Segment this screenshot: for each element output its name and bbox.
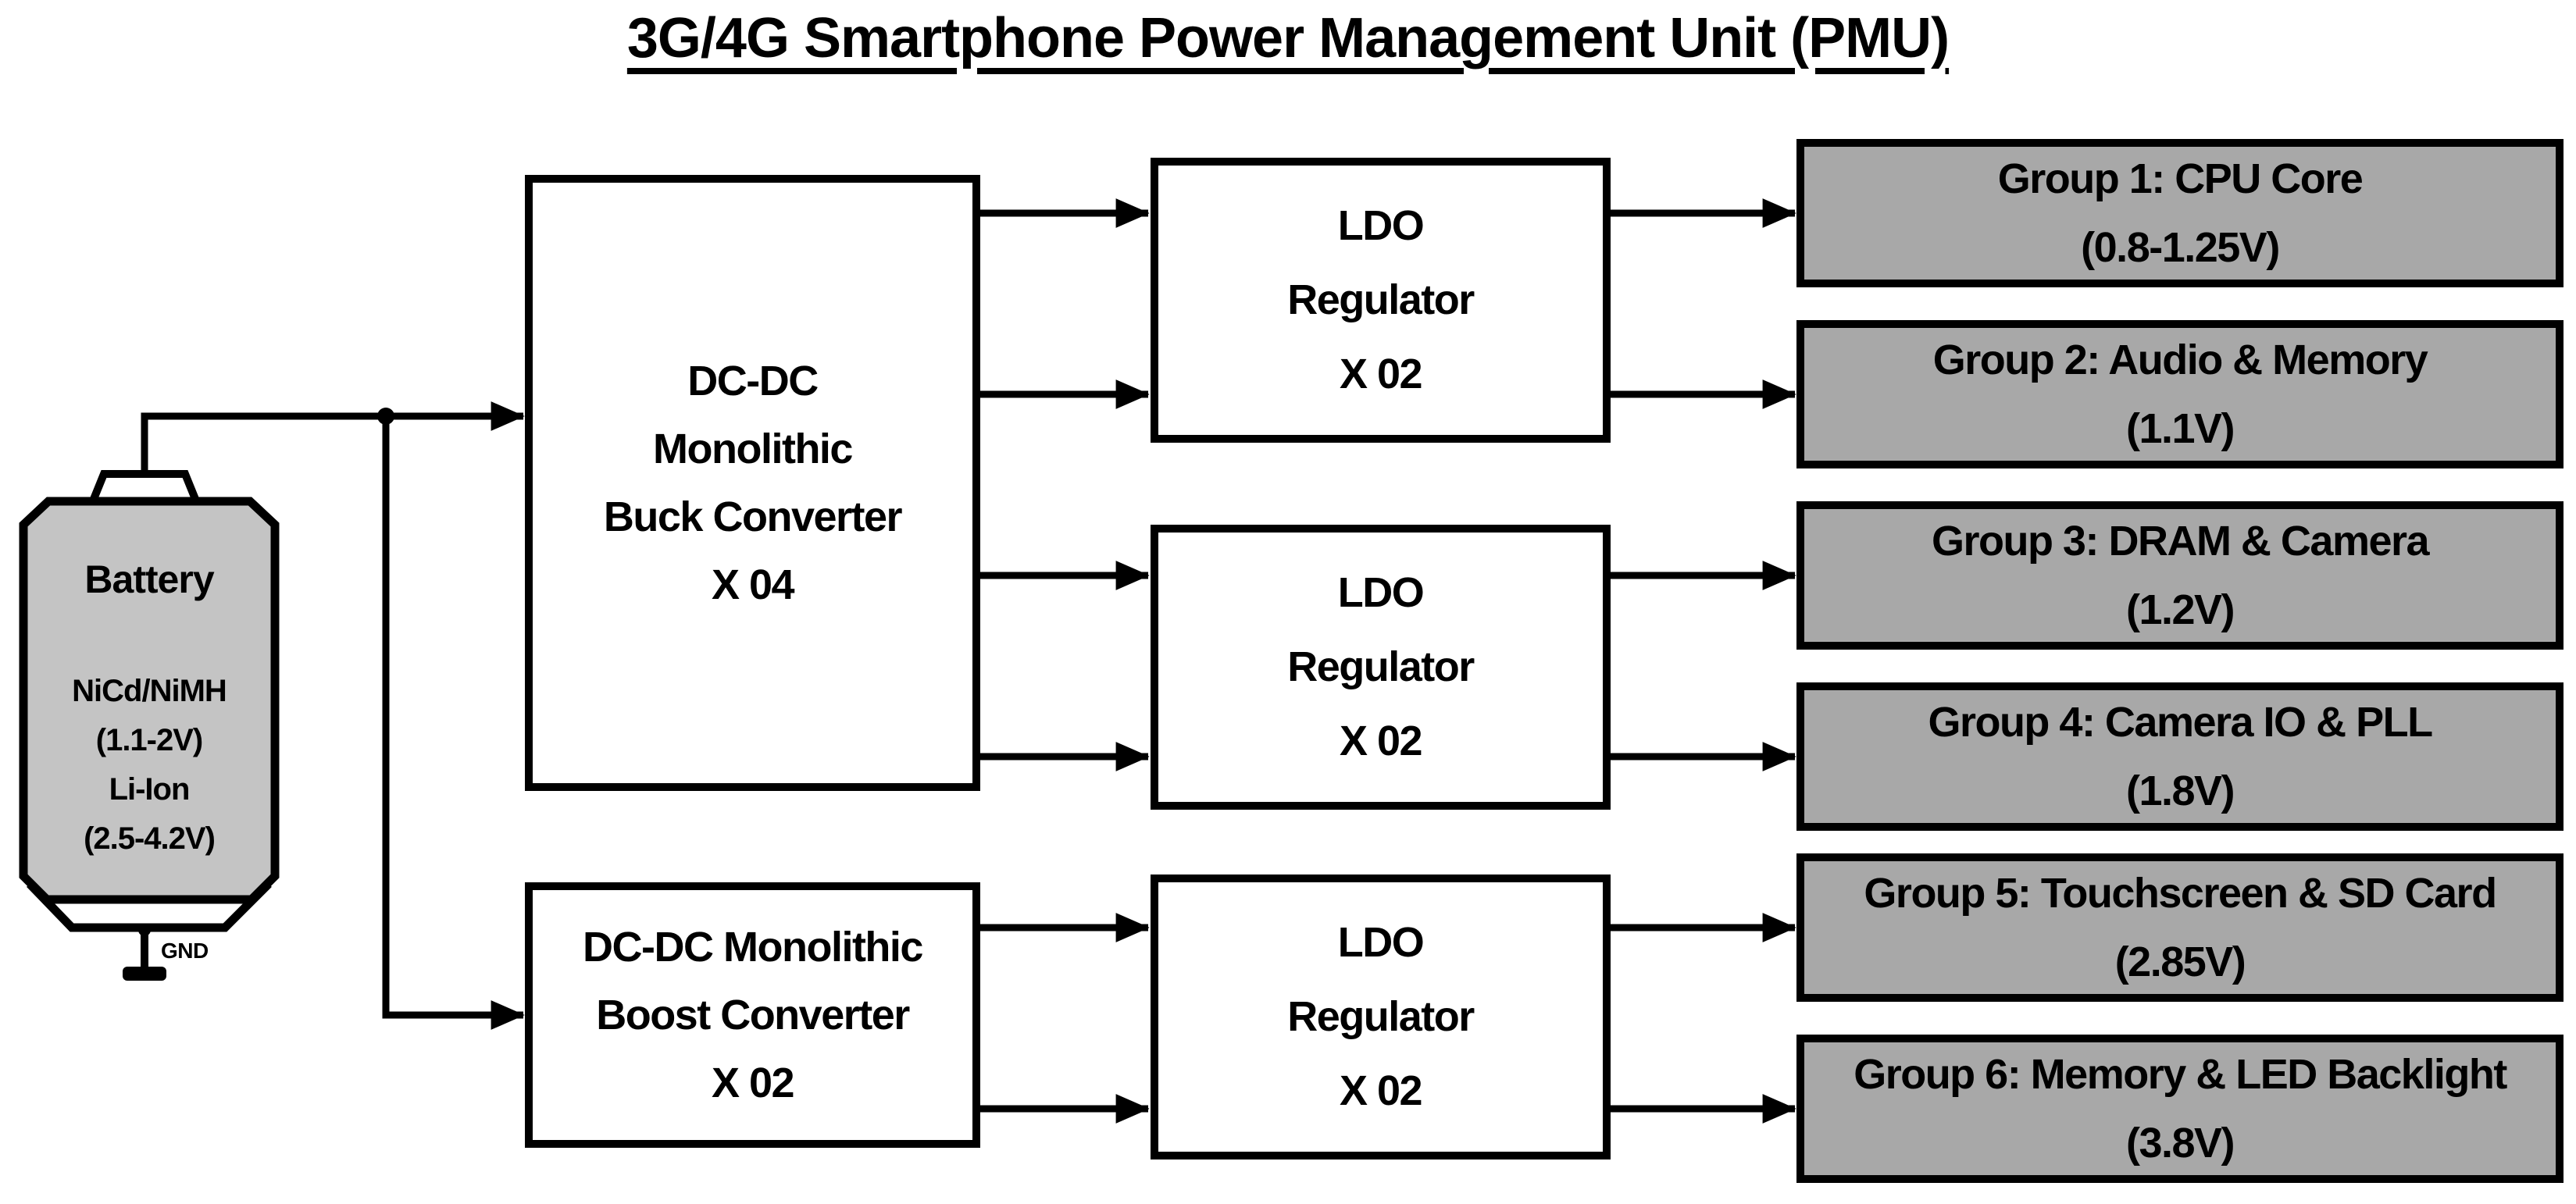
junction-dot [377, 408, 394, 425]
ldo-count: X 02 [1339, 1067, 1423, 1114]
group-voltage: (1.2V) [2125, 586, 2235, 633]
ldo-regulator-block-2: LDO Regulator X 02 [1151, 525, 1611, 810]
battery-symbol [19, 470, 280, 981]
group-label: Group 6: Memory & LED Backlight [1854, 1051, 2507, 1098]
group-box-2: Group 2: Audio & Memory (1.1V) [1796, 320, 2564, 468]
ldo-line: LDO [1337, 919, 1425, 966]
ldo-regulator-block-3: LDO Regulator X 02 [1151, 875, 1611, 1159]
group-voltage: (3.8V) [2125, 1120, 2235, 1167]
group-box-5: Group 5: Touchscreen & SD Card (2.85V) [1796, 853, 2564, 1002]
group-box-4: Group 4: Camera IO & PLL (1.8V) [1796, 682, 2564, 831]
battery-voltage-range: (2.5-4.2V) [84, 821, 216, 856]
battery-voltage-range: (1.1-2V) [95, 723, 203, 757]
group-box-6: Group 6: Memory & LED Backlight (3.8V) [1796, 1035, 2564, 1183]
gnd-symbol [123, 967, 166, 981]
ldo-count: X 02 [1339, 351, 1423, 397]
buck-line: Monolithic [653, 425, 853, 472]
boost-converter-block: DC-DC Monolithic Boost Converter X 02 [525, 882, 980, 1148]
wire-battery-positive [141, 412, 384, 478]
battery-label: Battery [84, 557, 214, 601]
buck-converter-block: DC-DC Monolithic Buck Converter X 04 [525, 175, 980, 791]
ldo-line: Regulator [1287, 643, 1475, 690]
ldo-line: LDO [1337, 202, 1425, 249]
group-voltage: (2.85V) [2114, 939, 2246, 985]
group-label: Group 1: CPU Core [1997, 155, 2364, 202]
ldo-line: LDO [1337, 569, 1425, 616]
boost-line: Boost Converter [596, 991, 910, 1038]
ldo-line: Regulator [1287, 993, 1475, 1040]
group-label: Group 5: Touchscreen & SD Card [1864, 870, 2497, 917]
group-box-3: Group 3: DRAM & Camera (1.2V) [1796, 501, 2564, 650]
ldo-line: Regulator [1287, 276, 1475, 323]
gnd-label: GND [161, 939, 209, 963]
group-label: Group 3: DRAM & Camera [1931, 518, 2430, 565]
buck-count: X 04 [711, 561, 795, 608]
ldo-regulator-block-1: LDO Regulator X 02 [1151, 158, 1611, 443]
boost-count: X 02 [711, 1059, 795, 1106]
group-voltage: (1.8V) [2125, 768, 2235, 814]
battery-block: Battery NiCd/NiMH (1.1-2V) Li-Ion (2.5-4… [23, 501, 275, 899]
buck-line: DC-DC [687, 357, 819, 404]
wires [141, 198, 1796, 1124]
group-box-1: Group 1: CPU Core (0.8-1.25V) [1796, 139, 2564, 287]
battery-chemistry: NiCd/NiMH [72, 674, 227, 708]
page-title: 3G/4G Smartphone Power Management Unit (… [626, 7, 1950, 69]
boost-line: DC-DC Monolithic [583, 923, 923, 971]
wire-junction-to-boost [382, 413, 525, 1030]
buck-line: Buck Converter [603, 493, 903, 540]
group-label: Group 2: Audio & Memory [1932, 337, 2428, 383]
group-voltage: (1.1V) [2125, 405, 2235, 452]
battery-chemistry: Li-Ion [109, 772, 191, 807]
group-voltage: (0.8-1.25V) [2081, 224, 2280, 271]
group-label: Group 4: Camera IO & PLL [1928, 699, 2433, 746]
gnd-junction-dot [138, 924, 151, 936]
ldo-count: X 02 [1339, 718, 1423, 764]
